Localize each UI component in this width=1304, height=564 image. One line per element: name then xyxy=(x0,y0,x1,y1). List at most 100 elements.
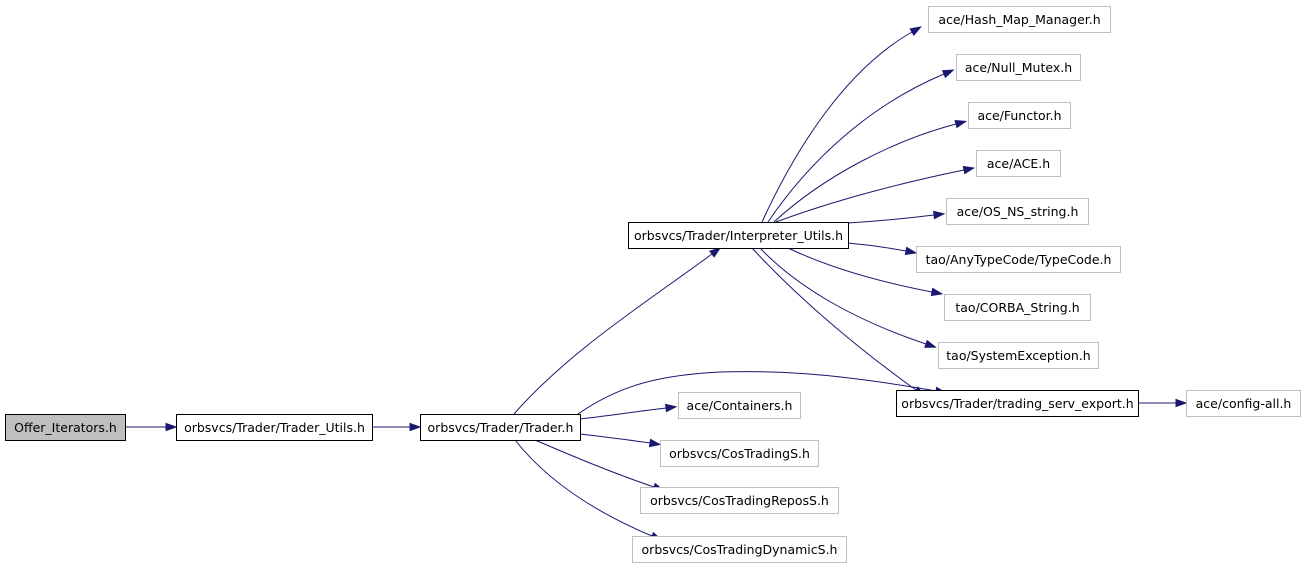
node-label: orbsvcs/Trader/Trader_Utils.h xyxy=(184,420,365,435)
node-containers: ace/Containers.h xyxy=(678,392,801,419)
edge-interpreter_utils-to-typecode xyxy=(847,242,918,256)
arrowhead xyxy=(409,422,422,432)
edge-trading_serv_export-to-config_all xyxy=(1138,398,1188,408)
node-interpreter-utils[interactable]: orbsvcs/Trader/Interpreter_Utils.h xyxy=(628,222,849,249)
node-label: tao/CORBA_String.h xyxy=(955,300,1079,315)
edge-interpreter_utils-to-null_mutex xyxy=(767,69,955,223)
node-functor: ace/Functor.h xyxy=(968,102,1071,129)
node-os-ns-string: ace/OS_NS_string.h xyxy=(946,198,1089,225)
node-box xyxy=(5,414,126,441)
edge-interpreter_utils-to-system_exception xyxy=(759,247,937,348)
edge-line xyxy=(513,253,713,415)
edge-line xyxy=(775,169,965,223)
edge-line xyxy=(577,371,937,415)
edge-line xyxy=(751,247,917,391)
edge-line xyxy=(579,407,667,420)
edge-line xyxy=(767,73,945,223)
node-label: ace/Functor.h xyxy=(977,108,1061,123)
node-box xyxy=(968,102,1071,129)
node-label: orbsvcs/CosTradingDynamicS.h xyxy=(642,542,838,557)
node-label: Offer_Iterators.h xyxy=(14,420,117,435)
node-label: ace/Null_Mutex.h xyxy=(965,60,1072,75)
node-label: orbsvcs/Trader/Trader.h xyxy=(428,420,574,435)
node-box xyxy=(640,487,839,514)
arrowhead xyxy=(165,422,178,432)
edge-line xyxy=(847,214,935,224)
arrowhead xyxy=(941,69,955,79)
node-cos-trading-dynamic-s: orbsvcs/CosTradingDynamicS.h xyxy=(632,536,847,563)
arrowhead xyxy=(954,119,968,129)
edge-line xyxy=(847,242,907,252)
edge-interpreter_utils-to-corba_string xyxy=(787,247,944,297)
node-label: ace/Hash_Map_Manager.h xyxy=(938,12,1100,27)
node-cos-trading-repos-s: orbsvcs/CosTradingReposS.h xyxy=(640,487,839,514)
node-label: ace/ACE.h xyxy=(987,156,1050,171)
node-trading-serv-export[interactable]: orbsvcs/Trader/trading_serv_export.h xyxy=(896,390,1139,417)
node-typecode: tao/AnyTypeCode/TypeCode.h xyxy=(916,246,1121,273)
edge-line xyxy=(759,247,927,345)
node-label: ace/config-all.h xyxy=(1196,396,1292,411)
node-box xyxy=(938,342,1099,369)
node-ace: ace/ACE.h xyxy=(976,150,1061,177)
node-label: tao/SystemException.h xyxy=(946,348,1090,363)
node-box xyxy=(1186,390,1301,417)
arrowhead xyxy=(962,165,976,175)
edge-trader_utils-to-trader xyxy=(372,422,422,432)
arrowhead xyxy=(1175,398,1188,408)
node-label: tao/AnyTypeCode/TypeCode.h xyxy=(926,252,1112,267)
node-system-exception: tao/SystemException.h xyxy=(938,342,1099,369)
node-box xyxy=(678,392,801,419)
node-label: orbsvcs/CosTradingS.h xyxy=(669,446,810,461)
arrowhead xyxy=(904,246,918,256)
node-cos-trading-s: orbsvcs/CosTradingS.h xyxy=(660,440,819,467)
node-label: ace/Containers.h xyxy=(687,398,793,413)
arrowhead xyxy=(909,26,922,36)
node-box xyxy=(976,150,1061,177)
arrowhead xyxy=(709,247,722,258)
edge-line xyxy=(534,439,655,488)
arrowhead xyxy=(932,210,946,220)
node-label: orbsvcs/CosTradingReposS.h xyxy=(650,493,829,508)
edge-trader-to-containers xyxy=(579,403,678,420)
node-box xyxy=(176,414,373,441)
edge-line xyxy=(514,439,653,537)
node-box xyxy=(420,414,581,441)
node-label: orbsvcs/Trader/Interpreter_Utils.h xyxy=(634,228,843,243)
node-trader[interactable]: orbsvcs/Trader/Trader.h xyxy=(420,414,581,441)
node-box xyxy=(944,294,1091,321)
node-label: ace/OS_NS_string.h xyxy=(957,204,1079,219)
node-label: orbsvcs/Trader/trading_serv_export.h xyxy=(901,396,1133,411)
node-box xyxy=(946,198,1089,225)
node-box xyxy=(660,440,819,467)
edge-offer_iterators-to-trader_utils xyxy=(125,422,178,432)
node-box xyxy=(916,246,1121,273)
edge-line xyxy=(787,247,933,293)
edge-interpreter_utils-to-trading_serv_export xyxy=(751,247,926,397)
edge-line xyxy=(579,433,651,444)
node-hash-map-manager: ace/Hash_Map_Manager.h xyxy=(928,6,1111,33)
node-box xyxy=(928,6,1111,33)
node-box xyxy=(896,390,1139,417)
node-null-mutex: ace/Null_Mutex.h xyxy=(956,54,1081,81)
node-config-all: ace/config-all.h xyxy=(1186,390,1301,417)
arrowhead xyxy=(665,403,678,413)
edge-interpreter_utils-to-functor xyxy=(773,119,968,223)
arrowhead xyxy=(930,287,944,297)
node-offer-iterators[interactable]: Offer_Iterators.h xyxy=(5,414,126,441)
edge-trader-to-interpreter_utils xyxy=(513,247,722,415)
node-corba-string: tao/CORBA_String.h xyxy=(944,294,1091,321)
edge-interpreter_utils-to-os_ns_string xyxy=(847,210,946,224)
edge-interpreter_utils-to-hash_map_manager xyxy=(761,26,922,223)
arrowhead xyxy=(648,438,662,448)
edge-trader-to-cos_trading_s xyxy=(579,433,662,448)
edge-trader-to-cos_trading_dynamic_s xyxy=(514,439,663,541)
edge-line xyxy=(761,31,913,223)
arrowhead xyxy=(924,339,937,348)
node-trader-utils[interactable]: orbsvcs/Trader/Trader_Utils.h xyxy=(176,414,373,441)
edge-interpreter_utils-to-ace xyxy=(775,165,976,223)
node-box xyxy=(632,536,847,563)
node-box xyxy=(628,222,849,249)
node-box xyxy=(956,54,1081,81)
edge-line xyxy=(773,123,957,223)
